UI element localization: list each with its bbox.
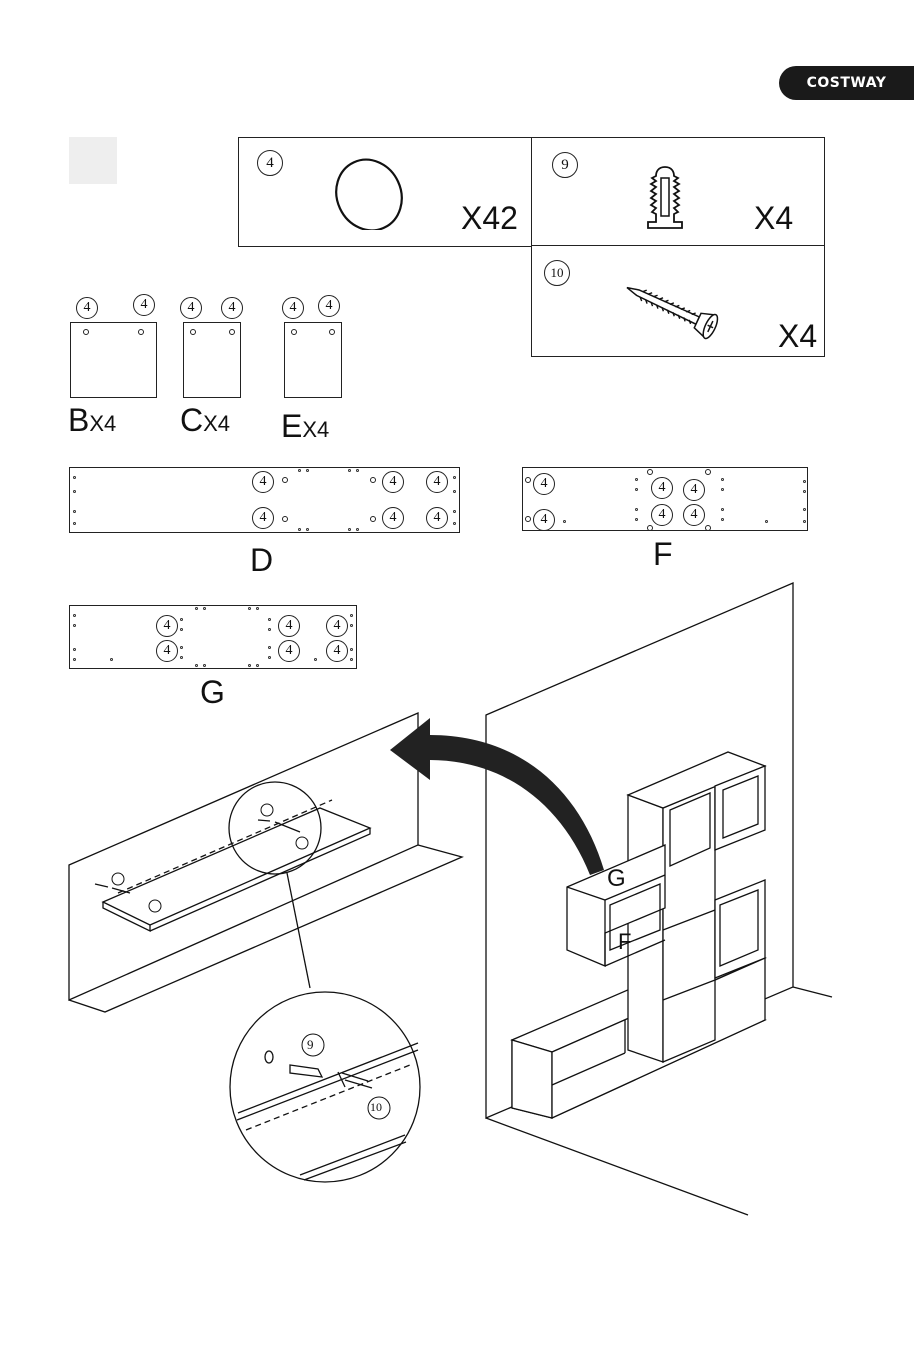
dowel-icon (334, 156, 406, 230)
step-indicator (69, 137, 117, 184)
callout-anchor-label: 9 (307, 1037, 314, 1053)
hardware-box-screw: 10 X4 (531, 245, 825, 357)
hardware-id-badge: 9 (552, 152, 578, 178)
hardware-quantity: X4 (778, 318, 817, 355)
brand-name: COSTWAY (807, 75, 887, 91)
dowel-mark-badge: 4 (683, 504, 705, 526)
part-e-panel (284, 322, 342, 398)
part-d-panel: 4 4 4 4 4 4 (69, 467, 460, 533)
hardware-box-dowel: 4 X42 (238, 137, 533, 247)
dowel-mark-badge: 4 (221, 297, 243, 319)
hardware-quantity: X42 (461, 200, 518, 237)
dowel-mark-badge: 4 (651, 504, 673, 526)
dowel-mark-badge: 4 (382, 507, 404, 529)
dowel-mark-badge: 4 (533, 473, 555, 495)
hardware-id-badge: 10 (544, 260, 570, 286)
part-c-panel (183, 322, 241, 398)
dowel-mark-badge: 4 (382, 471, 404, 493)
brand-logo: COSTWAY (779, 66, 914, 100)
dowel-mark-badge: 4 (252, 471, 274, 493)
dowel-mark-badge: 4 (133, 294, 155, 316)
assembly-illustration (0, 570, 914, 1330)
screw-icon (620, 276, 730, 344)
part-f-panel: 4 4 4 4 4 4 (522, 467, 808, 531)
callout-screw-label: 10 (370, 1100, 382, 1115)
illustration-label-g: G (607, 865, 626, 893)
part-f-label: F (653, 538, 673, 570)
wall-anchor-icon (640, 164, 690, 232)
dowel-mark-badge: 4 (282, 297, 304, 319)
dowel-mark-badge: 4 (683, 479, 705, 501)
part-b-label: BX4 (68, 404, 116, 436)
dowel-mark-badge: 4 (426, 507, 448, 529)
hardware-box-anchor: 9 X4 (531, 137, 825, 247)
dowel-mark-badge: 4 (651, 477, 673, 499)
hardware-id-badge: 4 (257, 150, 283, 176)
dowel-mark-badge: 4 (533, 509, 555, 531)
part-b-panel (70, 322, 157, 398)
dowel-mark-badge: 4 (252, 507, 274, 529)
dowel-mark-badge: 4 (426, 471, 448, 493)
dowel-mark-badge: 4 (76, 297, 98, 319)
part-c-label: CX4 (180, 404, 230, 436)
dowel-mark-badge: 4 (180, 297, 202, 319)
illustration-label-f: F (618, 929, 631, 955)
part-e-label: EX4 (281, 410, 329, 442)
dowel-mark-badge: 4 (318, 295, 340, 317)
hardware-quantity: X4 (754, 200, 793, 237)
